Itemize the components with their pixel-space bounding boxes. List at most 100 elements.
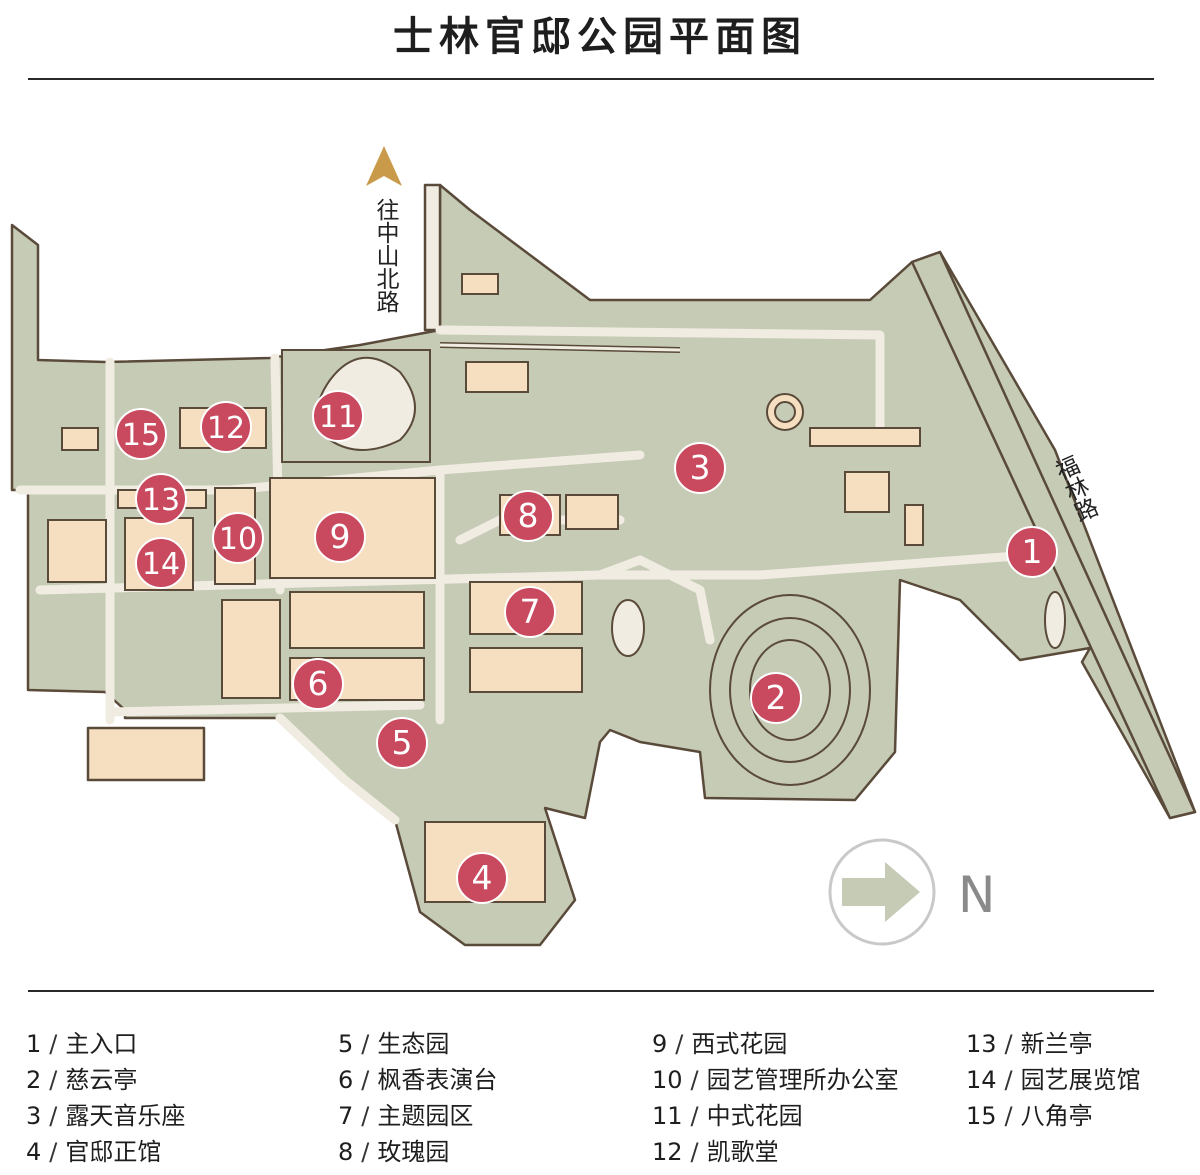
marker-label-1: 1 — [1022, 532, 1043, 571]
legend-number: 3 — [26, 1102, 42, 1130]
legend-item: 9/西式花园 — [652, 1026, 787, 1062]
marker-label-3: 3 — [690, 448, 711, 487]
legend-number: 13 — [966, 1030, 997, 1058]
legend-separator: / — [1004, 1030, 1013, 1058]
marker-label-14: 14 — [142, 547, 180, 582]
legend-label: 凯歌堂 — [706, 1138, 779, 1166]
road-north-label: 往中山北路 — [372, 198, 400, 313]
legend-label: 八角亭 — [1020, 1102, 1093, 1130]
page-title: 士林官邸公园平面图 — [393, 13, 807, 60]
legend-number: 5 — [338, 1030, 354, 1058]
compass-label: N — [958, 866, 995, 924]
marker-6 — [292, 658, 344, 710]
legend-number: 12 — [652, 1138, 683, 1166]
north-arrow-icon — [366, 146, 402, 186]
legend-number: 7 — [338, 1102, 354, 1130]
marker-2 — [750, 672, 802, 724]
legend-item: 1/主入口 — [26, 1026, 137, 1062]
marker-label-15: 15 — [122, 418, 160, 453]
legend-label: 西式花园 — [691, 1030, 788, 1058]
legend-label: 露天音乐座 — [65, 1102, 186, 1130]
compass-arrow-icon — [842, 862, 920, 922]
legend-separator: / — [361, 1102, 370, 1130]
legend-number: 8 — [338, 1138, 354, 1166]
plot-east-b — [809, 427, 921, 447]
marker-1 — [1006, 526, 1058, 578]
marker-3 — [674, 442, 726, 494]
legend-separator: / — [690, 1066, 699, 1094]
legend-label: 园艺管理所办公室 — [706, 1066, 899, 1094]
legend-separator: / — [690, 1138, 699, 1166]
legend-label: 官邸正馆 — [65, 1138, 162, 1166]
marker-7 — [504, 586, 556, 638]
legend-label: 主题园区 — [377, 1102, 474, 1130]
top-divider — [28, 78, 1154, 80]
plot-west-a — [47, 519, 107, 583]
legend-label: 玫瑰园 — [377, 1138, 450, 1166]
bottom-divider — [28, 990, 1154, 992]
legend-number: 1 — [26, 1030, 42, 1058]
plot-west-c — [221, 599, 281, 699]
annex-block — [86, 726, 206, 782]
legend-separator: / — [49, 1138, 58, 1166]
marker-label-7: 7 — [520, 592, 541, 631]
plot-north-a — [461, 273, 499, 295]
path-north-inner — [435, 325, 885, 445]
plot-north-b — [465, 361, 529, 393]
marker-label-12: 12 — [207, 411, 245, 446]
plot-8b — [565, 494, 619, 530]
legend-separator: / — [49, 1030, 58, 1058]
pond-east — [1044, 591, 1066, 649]
legend-item: 3/露天音乐座 — [26, 1098, 185, 1134]
pond-mid — [611, 599, 645, 657]
legend-number: 10 — [652, 1066, 683, 1094]
marker-label-10: 10 — [219, 522, 257, 557]
marker-10 — [212, 512, 264, 564]
marker-9 — [314, 511, 366, 563]
legend-separator: / — [361, 1138, 370, 1166]
marker-8 — [502, 490, 554, 542]
path-east — [595, 555, 715, 645]
marker-label-13: 13 — [142, 483, 180, 518]
legend-separator: / — [361, 1030, 370, 1058]
legend-item: 15/八角亭 — [966, 1098, 1093, 1134]
legend-item: 2/慈云亭 — [26, 1062, 137, 1098]
legend-label: 中式花园 — [706, 1102, 803, 1130]
marker-5 — [376, 717, 428, 769]
path-diagonal — [275, 713, 400, 825]
east-road — [910, 250, 1197, 820]
legend-label: 主入口 — [65, 1030, 138, 1058]
legend-item: 6/枫香表演台 — [338, 1062, 497, 1098]
legend-item: 8/玫瑰园 — [338, 1134, 449, 1170]
legend-item: 14/园艺展览馆 — [966, 1062, 1141, 1098]
legend-separator: / — [361, 1066, 370, 1094]
plot-7b — [469, 647, 583, 693]
legend-separator: / — [1004, 1102, 1013, 1130]
marker-label-11: 11 — [319, 400, 357, 435]
marker-15 — [115, 408, 167, 460]
legend-number: 11 — [652, 1102, 683, 1130]
legend-item: 7/主题园区 — [338, 1098, 473, 1134]
marker-13 — [135, 473, 187, 525]
legend-item: 13/新兰亭 — [966, 1026, 1093, 1062]
legend-item: 11/中式花园 — [652, 1098, 803, 1134]
legend-number: 2 — [26, 1066, 42, 1094]
legend-separator: / — [675, 1030, 684, 1058]
marker-label-5: 5 — [392, 723, 413, 762]
legend-number: 4 — [26, 1138, 42, 1166]
legend-item: 4/官邸正馆 — [26, 1134, 161, 1170]
marker-11 — [312, 390, 364, 442]
legend-separator: / — [49, 1066, 58, 1094]
plot-west-b — [61, 427, 99, 451]
legend-separator: / — [1004, 1066, 1013, 1094]
legend-number: 6 — [338, 1066, 354, 1094]
plot-east-c — [904, 504, 924, 546]
legend-item: 5/生态园 — [338, 1026, 449, 1062]
legend-number: 9 — [652, 1030, 668, 1058]
north-road — [423, 183, 442, 332]
plot-6a — [289, 591, 425, 649]
marker-label-9: 9 — [330, 517, 351, 556]
path-south — [105, 700, 425, 717]
